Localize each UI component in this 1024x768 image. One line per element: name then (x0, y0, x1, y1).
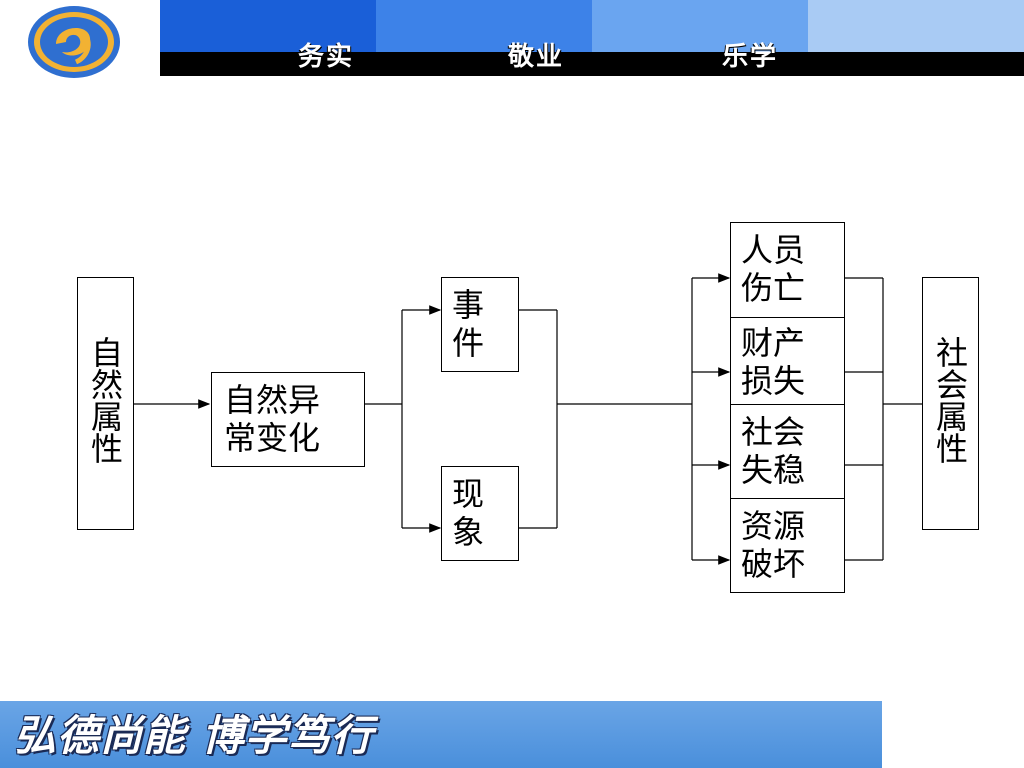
node-phenomenon: 现象 (441, 466, 519, 561)
node-impact-casualties: 人员伤亡 (730, 222, 845, 318)
node-natural-attribute-label: 自然属性 (86, 336, 124, 464)
node-natural-attribute: 自然属性 (77, 277, 134, 530)
node-impact-property-loss-label: 财产损失 (741, 324, 806, 400)
node-impact-social-instability: 社会失稳 (730, 404, 845, 499)
node-social-attribute: 社会属性 (922, 277, 979, 530)
node-impact-resource-damage-label: 资源破坏 (741, 507, 806, 583)
node-social-attribute-label: 社会属性 (931, 336, 969, 464)
header-color-band (160, 0, 1024, 52)
header-band-segment-1 (160, 0, 376, 52)
motto-1: 务实 (298, 42, 355, 72)
motto-3: 乐学 (722, 42, 779, 72)
node-event-label: 事件 (452, 286, 485, 362)
footer-band (0, 701, 882, 768)
node-natural-change: 自然异常变化 (211, 372, 365, 467)
node-natural-change-label: 自然异常变化 (224, 381, 321, 457)
node-phenomenon-label: 现象 (452, 475, 485, 551)
header-black-bar (160, 52, 1024, 76)
node-impact-casualties-label: 人员伤亡 (741, 231, 806, 307)
motto-2: 敬业 (508, 42, 565, 72)
node-impact-property-loss: 财产损失 (730, 317, 845, 405)
header-band-segment-2 (376, 0, 592, 52)
footer-slogan: 弘德尚能 博学笃行 (14, 711, 374, 760)
header-band-segment-4 (808, 0, 1024, 52)
header-band-segment-3 (592, 0, 808, 52)
node-impact-resource-damage: 资源破坏 (730, 498, 845, 593)
node-event: 事件 (441, 277, 519, 372)
node-impact-social-instability-label: 社会失稳 (741, 413, 806, 489)
school-emblem-icon (28, 6, 120, 78)
